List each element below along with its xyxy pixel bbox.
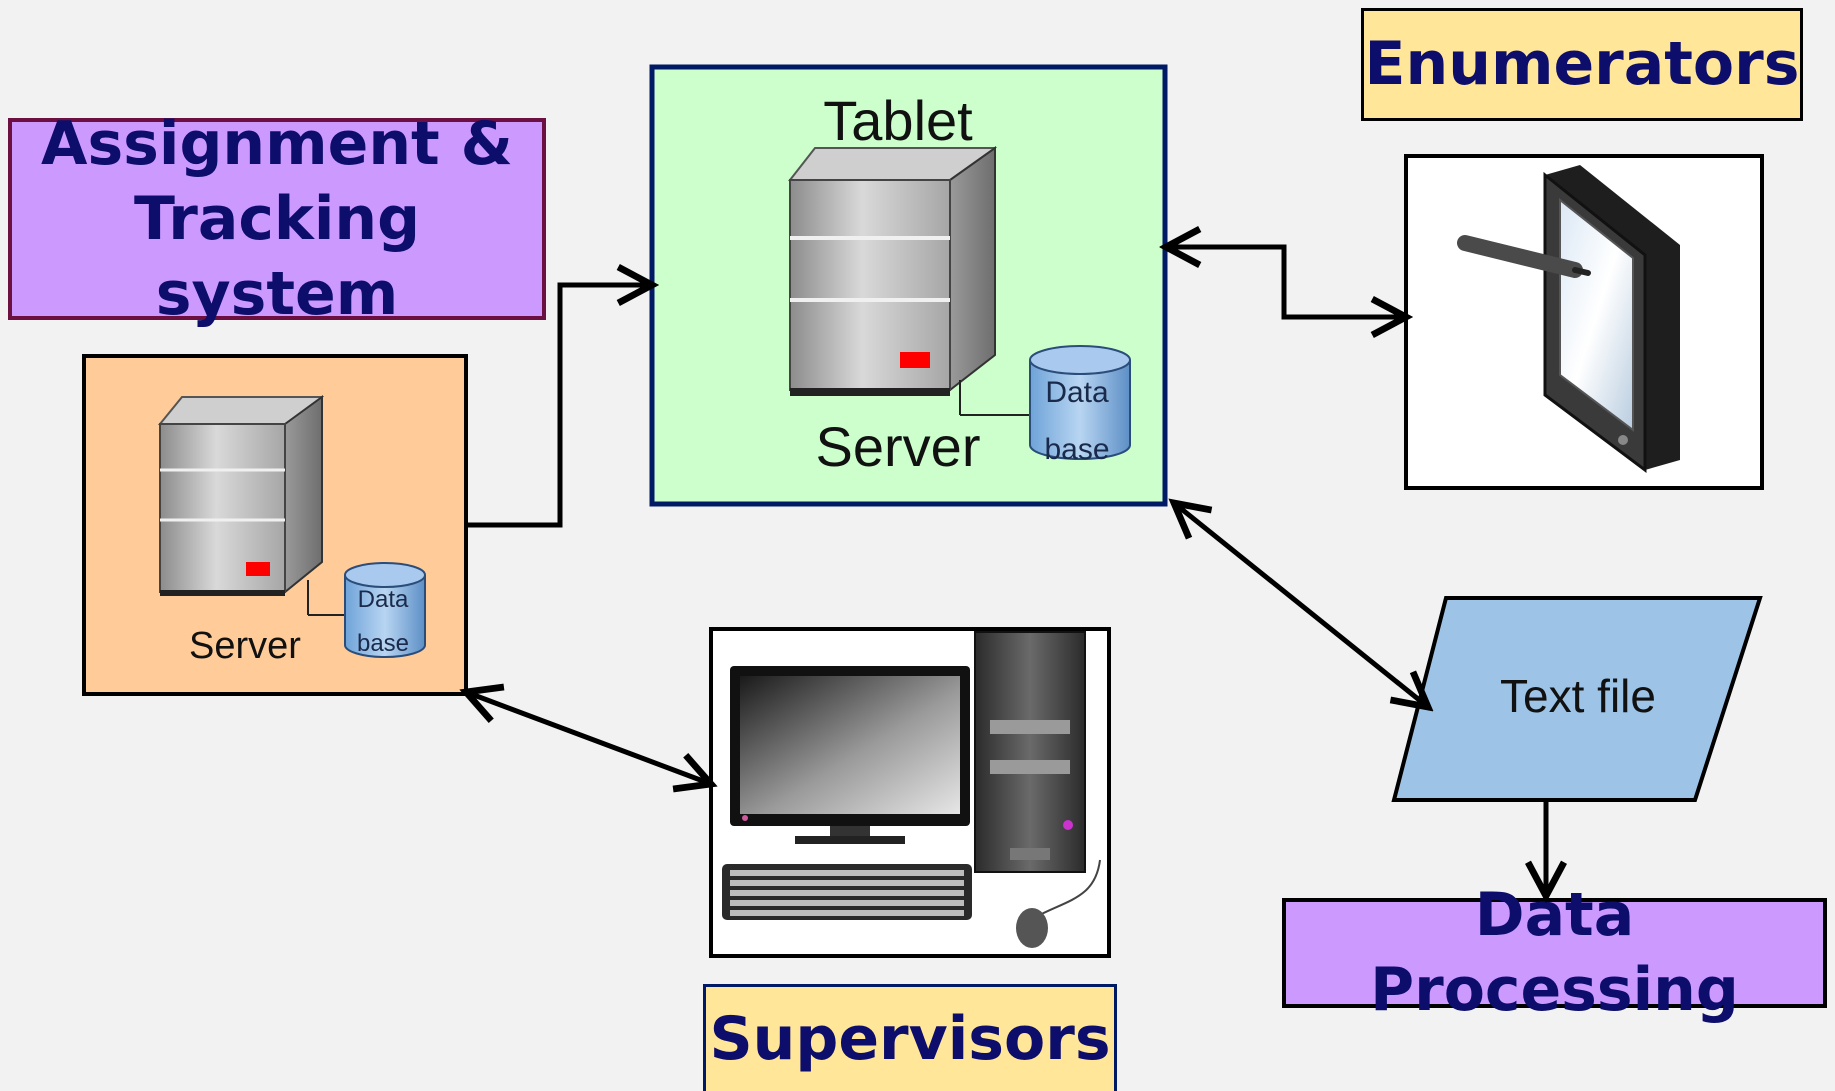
connector-tablet-server-to-text-file — [1174, 503, 1428, 707]
tablet-with-stylus-icon — [1457, 165, 1680, 473]
connector-ats-to-desktop — [466, 692, 711, 784]
connectors — [466, 247, 1546, 896]
data-processing-label: Data Processing — [1282, 880, 1827, 1025]
database-cylinder-icon: Data base — [1029, 345, 1131, 466]
desktop-panel — [709, 627, 1111, 958]
assignment-tracking-label: Assignment & Tracking system — [8, 109, 546, 329]
tablet-server-title: Tablet — [823, 89, 973, 152]
ats-db-label-1: Data — [358, 586, 409, 613]
text-file-node: Text file — [1391, 596, 1763, 802]
desktop-computer-icon — [722, 631, 1101, 948]
ats-server-panel: Data base Server — [82, 354, 468, 696]
tablet-db-label-1: Data — [1045, 376, 1109, 409]
data-processing-text: Data Processing — [1370, 880, 1739, 1025]
supervisors-label: Supervisors — [703, 984, 1117, 1091]
server-tower-icon — [157, 395, 325, 596]
ats-server-label: Server — [189, 625, 301, 667]
ats-db-label-2: base — [357, 630, 409, 657]
tablet-server-label: Server — [816, 415, 981, 478]
assignment-line-2: Tracking system — [133, 183, 421, 329]
server-tower-icon — [787, 146, 998, 396]
assignment-line-1: Assignment & — [41, 108, 513, 179]
connector-tablet-server-to-device — [1166, 247, 1406, 317]
enumerators-label: Enumerators — [1361, 8, 1803, 121]
text-file-label: Text file — [1500, 670, 1656, 722]
tablet-db-label-2: base — [1044, 433, 1109, 466]
database-cylinder-icon: Data base — [344, 562, 426, 658]
tablet-server-panel: Tablet Data base Server — [649, 64, 1168, 507]
tablet-device-panel — [1404, 154, 1764, 490]
enumerators-text: Enumerators — [1364, 29, 1800, 99]
supervisors-text: Supervisors — [709, 1003, 1111, 1074]
